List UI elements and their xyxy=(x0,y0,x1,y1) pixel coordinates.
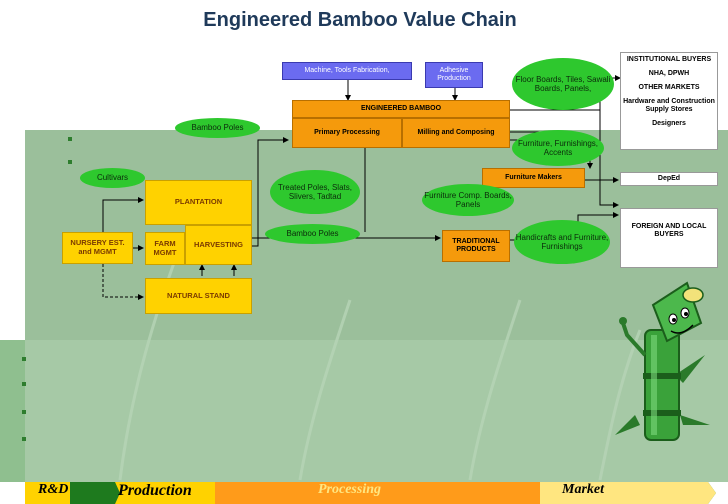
farm-mgmt-box: FARM MGMT xyxy=(145,232,185,265)
cultivars-oval: Cultivars xyxy=(80,168,145,188)
primary-processing-box: Primary Processing xyxy=(292,118,402,148)
furniture-oval: Furniture, Furnishings, Accents xyxy=(512,130,604,166)
traditional-products-box: TRADITIONAL PRODUCTS xyxy=(442,230,510,262)
institutional-label: INSTITUTIONAL BUYERS xyxy=(626,56,712,63)
foreign-local-box: FOREIGN AND LOCAL BUYERS xyxy=(620,208,718,268)
other-markets-label: OTHER MARKETS xyxy=(638,84,700,92)
handicrafts-oval: Handicrafts and Furniture, Furnishings xyxy=(514,220,610,264)
designers-label: Designers xyxy=(652,120,686,128)
adhesive-box: Adhesive Production xyxy=(425,62,483,88)
treated-poles-oval: Treated Poles, Slats, Slivers, Tadtad xyxy=(270,170,360,214)
bamboo-mascot-illustration xyxy=(615,281,710,441)
plantation-box: PLANTATION xyxy=(145,180,252,225)
harvesting-box: HARVESTING xyxy=(185,225,252,265)
hardware-label: Hardware and Construction Supply Stores xyxy=(623,98,715,114)
floor-boards-oval: Floor Boards, Tiles, Sawali Boards, Pane… xyxy=(512,58,614,110)
milling-composing-box: Milling and Composing xyxy=(402,118,510,148)
nursery-box: NURSERY EST. and MGMT xyxy=(62,232,133,264)
market-label: Market xyxy=(562,482,604,497)
machine-tools-box: Machine, Tools Fabrication, xyxy=(282,62,412,80)
deped-box: DepEd xyxy=(620,172,718,186)
page-title: Engineered Bamboo Value Chain xyxy=(203,8,517,31)
furniture-makers-box: Furniture Makers xyxy=(482,168,585,188)
bamboo-poles-top-oval: Bamboo Poles xyxy=(175,118,260,138)
bamboo-poles-mid-oval: Bamboo Poles xyxy=(265,224,360,244)
rd-label: R&D xyxy=(38,482,69,497)
nha-label: NHA, DPWH xyxy=(648,70,690,78)
institutional-buyers-box: INSTITUTIONAL BUYERS NHA, DPWH OTHER MAR… xyxy=(620,52,718,150)
processing-label: Processing xyxy=(318,482,381,497)
engineered-bamboo-box: ENGINEERED BAMBOO xyxy=(292,100,510,118)
furniture-comp-oval: Furniture Comp. Boards, Panels xyxy=(422,184,514,216)
natural-stand-box: NATURAL STAND xyxy=(145,278,252,314)
production-label: Production xyxy=(118,482,192,499)
